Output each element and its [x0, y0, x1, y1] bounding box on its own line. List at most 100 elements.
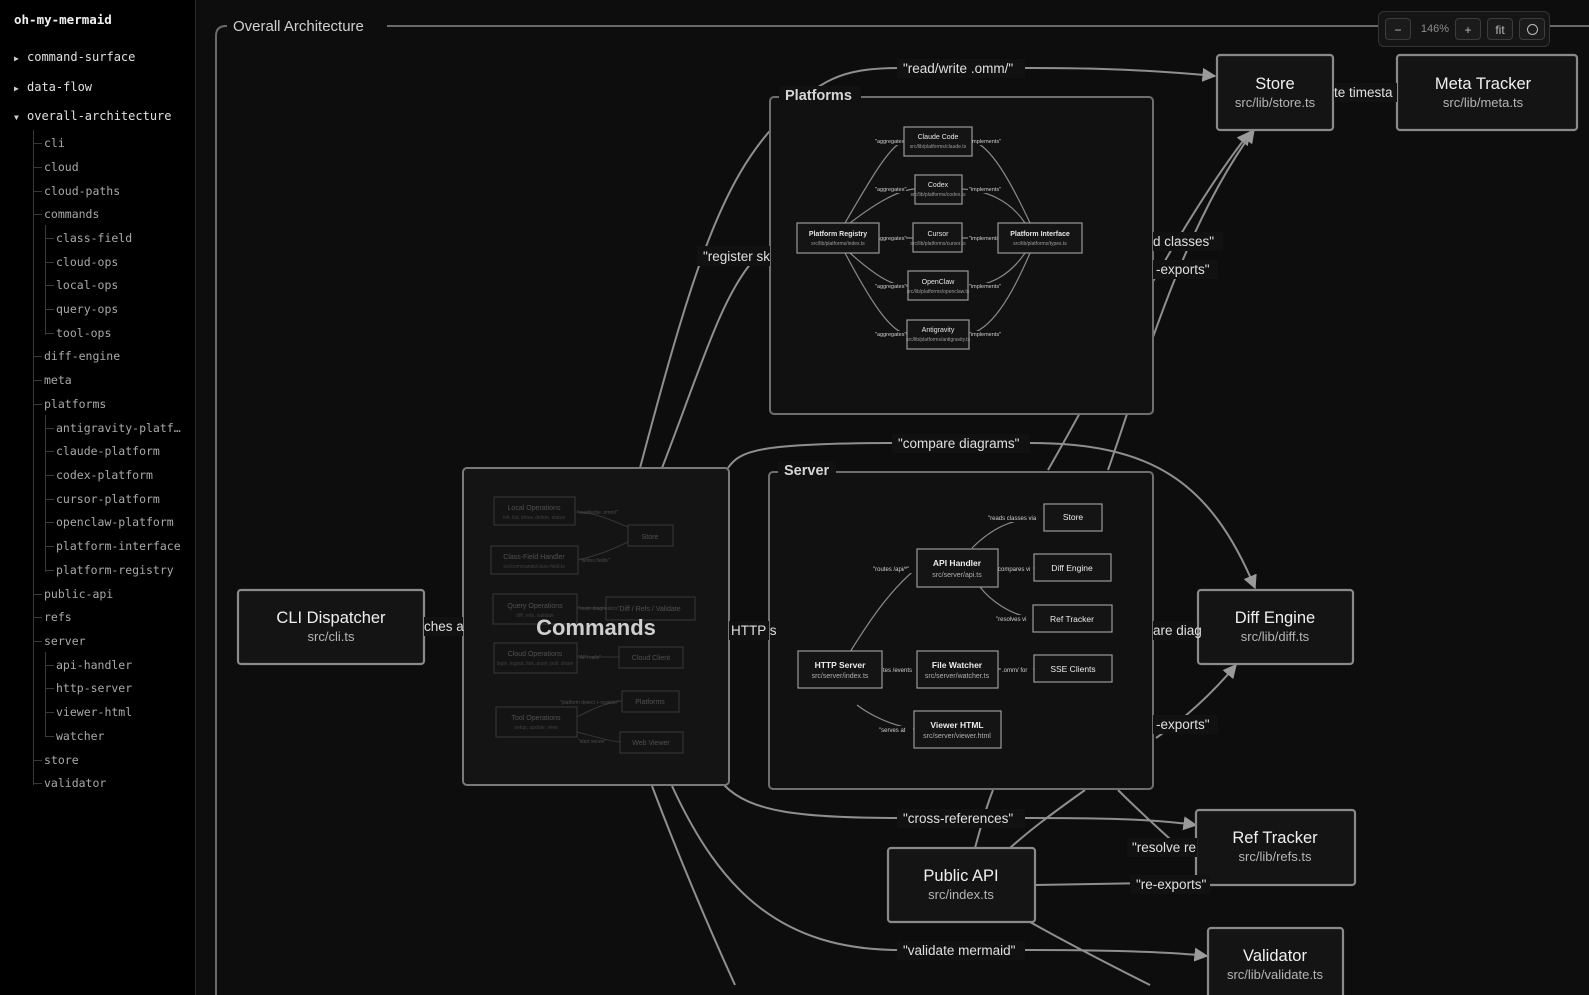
node-platform-interface[interactable]: [997, 222, 1083, 254]
tree-item-overall-architecture[interactable]: ▼overall-architecture: [14, 109, 172, 123]
node-store[interactable]: [1215, 53, 1335, 132]
tree-item-validator[interactable]: validator: [44, 776, 107, 790]
platforms-edge-label: "aggregates": [875, 139, 906, 145]
tree-item-diff-engine[interactable]: diff-engine: [44, 349, 121, 363]
tree-item-store[interactable]: store: [44, 753, 79, 767]
tree-guide: [34, 617, 42, 618]
tree-item-refs[interactable]: refs: [44, 610, 72, 624]
tree-item-viewer-html[interactable]: viewer-html: [56, 705, 133, 719]
tree-item-class-field[interactable]: class-field: [56, 231, 133, 245]
node-local-operations[interactable]: [493, 496, 576, 526]
tree-item-server[interactable]: server: [44, 634, 86, 648]
edge-label-compare-diagrams: "compare diagrams": [898, 436, 1020, 451]
platforms-edge-label: "aggregates": [875, 236, 906, 242]
edge-label-bg: [897, 941, 1025, 960]
node-codex[interactable]: [914, 174, 963, 205]
edge-label-reexports: -exports": [1156, 717, 1210, 732]
fit-button[interactable]: fit: [1487, 18, 1513, 40]
node-path: src/lib/platforms/openclaw.ts: [907, 289, 970, 295]
node-path: login, logout, link, push, pull, share: [497, 661, 574, 667]
server-inner: "reads classes via "routes /api/*" compa…: [797, 503, 1113, 749]
node-title: Store: [642, 534, 659, 541]
tree-item-commands[interactable]: commands: [44, 207, 100, 221]
node-cloud-client[interactable]: [618, 646, 684, 669]
tree-item-platform-interface[interactable]: platform-interface: [56, 539, 181, 553]
node-path: src/lib/platforms/antigravity.ts: [906, 337, 971, 343]
circle-icon: [1526, 24, 1538, 36]
edge-label-bg: [1153, 715, 1218, 734]
tree-item-public-api[interactable]: public-api: [44, 587, 114, 601]
tree-guide: [34, 404, 42, 405]
node-title: Query Operations: [507, 603, 563, 610]
node-validator[interactable]: [1206, 926, 1345, 995]
node-ref-tracker[interactable]: [1194, 808, 1357, 887]
tree-item-tool-ops[interactable]: tool-ops: [56, 326, 112, 340]
node-claude-code[interactable]: [903, 126, 973, 157]
node-cloud-operations[interactable]: [493, 642, 578, 674]
node-path: src/lib/store.ts: [1235, 95, 1316, 110]
node-platform-registry[interactable]: [796, 222, 880, 254]
node-api-handler[interactable]: [916, 548, 999, 588]
node-public-api[interactable]: [886, 846, 1037, 924]
node-server-store[interactable]: [1043, 503, 1103, 532]
tree-item-cloud-paths[interactable]: cloud-paths: [44, 184, 121, 198]
node-path: src/lib/meta.ts: [1443, 95, 1524, 110]
node-server-diff-engine[interactable]: [1033, 553, 1112, 582]
edge-label-reexports: -exports": [1156, 262, 1210, 277]
node-title: Store: [1255, 75, 1294, 93]
node-web-viewer[interactable]: [619, 731, 684, 754]
tree-item-cloud[interactable]: cloud: [44, 160, 79, 174]
node-server-ref-tracker[interactable]: [1032, 604, 1113, 633]
node-http-server[interactable]: [797, 650, 883, 689]
edge-label-bg: [729, 621, 769, 640]
node-viewer-html[interactable]: [913, 710, 1002, 749]
node-diff-engine[interactable]: [1196, 588, 1355, 666]
chevron-down-icon: ▼: [14, 113, 19, 122]
tree-item-command-surface[interactable]: ▶command-surface: [14, 50, 135, 64]
zoom-out-button[interactable]: −: [1385, 18, 1411, 40]
reset-view-button[interactable]: [1519, 18, 1545, 40]
tree-item-openclaw-platform[interactable]: openclaw-platform: [56, 515, 174, 529]
node-tool-operations[interactable]: [495, 706, 578, 738]
tree-item-local-ops[interactable]: local-ops: [56, 278, 119, 292]
node-title: CLI Dispatcher: [276, 609, 386, 627]
edge-server-public-2: [1009, 789, 1086, 849]
node-antigravity[interactable]: [906, 319, 970, 350]
tree-item-label: data-flow: [27, 80, 93, 94]
diagram-canvas[interactable]: Overall Architecture Platforms: [196, 0, 1589, 995]
node-commands-store[interactable]: [627, 524, 674, 547]
tree-item-meta[interactable]: meta: [44, 373, 72, 387]
tree-item-cloud-ops[interactable]: cloud-ops: [56, 255, 119, 269]
commands-edge-label: "API calls": [578, 655, 601, 661]
tree-item-query-ops[interactable]: query-ops: [56, 302, 119, 316]
node-cursor[interactable]: [912, 222, 963, 253]
tree-item-http-server[interactable]: http-server: [56, 681, 133, 695]
node-commands-platforms[interactable]: [621, 690, 680, 713]
tree-item-cursor-platform[interactable]: cursor-platform: [56, 492, 160, 506]
zoom-in-button[interactable]: +: [1455, 18, 1481, 40]
node-class-field-handler[interactable]: [490, 545, 579, 575]
node-sse-clients[interactable]: [1033, 654, 1113, 683]
tree-item-platforms[interactable]: platforms: [44, 397, 107, 411]
node-title: Viewer HTML: [930, 720, 983, 730]
tree-item-api-handler[interactable]: api-handler: [56, 658, 133, 672]
node-diff-refs-validate[interactable]: [605, 596, 696, 621]
node-openclaw[interactable]: [907, 270, 969, 301]
node-title: API Handler: [933, 558, 982, 568]
node-query-operations[interactable]: [492, 593, 578, 625]
tree-guide: [34, 214, 42, 215]
tree-item-antigravity-platform[interactable]: antigravity-platf…: [56, 421, 181, 435]
edge-label-reexports: "re-exports": [1136, 877, 1207, 892]
tree-item-claude-platform[interactable]: claude-platform: [56, 444, 160, 458]
node-title: Cloud Operations: [508, 651, 563, 658]
tree-item-cli[interactable]: cli: [44, 136, 65, 150]
tree-item-watcher[interactable]: watcher: [56, 729, 105, 743]
tree-item-data-flow[interactable]: ▶data-flow: [14, 80, 92, 94]
node-title: Platform Interface: [1010, 231, 1070, 238]
node-cli-dispatcher[interactable]: [236, 588, 426, 666]
node-title: Class-Field Handler: [503, 554, 565, 561]
tree-item-platform-registry[interactable]: platform-registry: [56, 563, 174, 577]
node-file-watcher[interactable]: [916, 650, 999, 689]
tree-item-codex-platform[interactable]: codex-platform: [56, 468, 153, 482]
platforms-edge-label: "implements": [969, 332, 1001, 338]
